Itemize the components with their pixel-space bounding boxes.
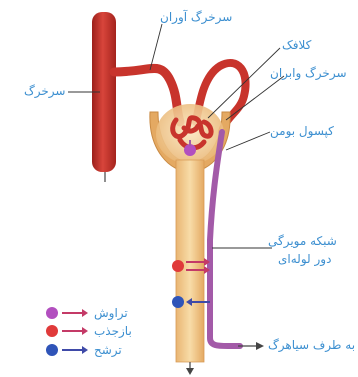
label-bowman-capsule: کپسول بومن (270, 124, 334, 138)
label-artery: سرخرگ (24, 84, 65, 98)
label-glomerulus: کلافک (282, 38, 311, 52)
legend-label-secretion: ترشح (94, 343, 122, 357)
legend-dot-reabsorption (46, 325, 58, 337)
artery (92, 12, 116, 182)
to-vein-arrow (238, 342, 264, 350)
label-efferent-arteriole: سرخرگ وابران (270, 66, 347, 80)
label-peritubular-line2: دور لوله‌ای (278, 252, 331, 266)
legend-label-filtration: تراوش (94, 306, 128, 320)
legend-dot-filtration (46, 307, 58, 319)
legend-label-reabsorption: بازجذب (94, 324, 132, 338)
peritubular-capillary (210, 132, 240, 346)
legend-marks (46, 307, 88, 356)
label-to-vein: به طرف سیاهرگ (268, 338, 355, 352)
legend-dot-secretion (46, 344, 58, 356)
label-afferent-arteriole: سرخرگ آوران (160, 10, 232, 24)
label-peritubular-line1: شبکه مویرگی (268, 234, 337, 248)
